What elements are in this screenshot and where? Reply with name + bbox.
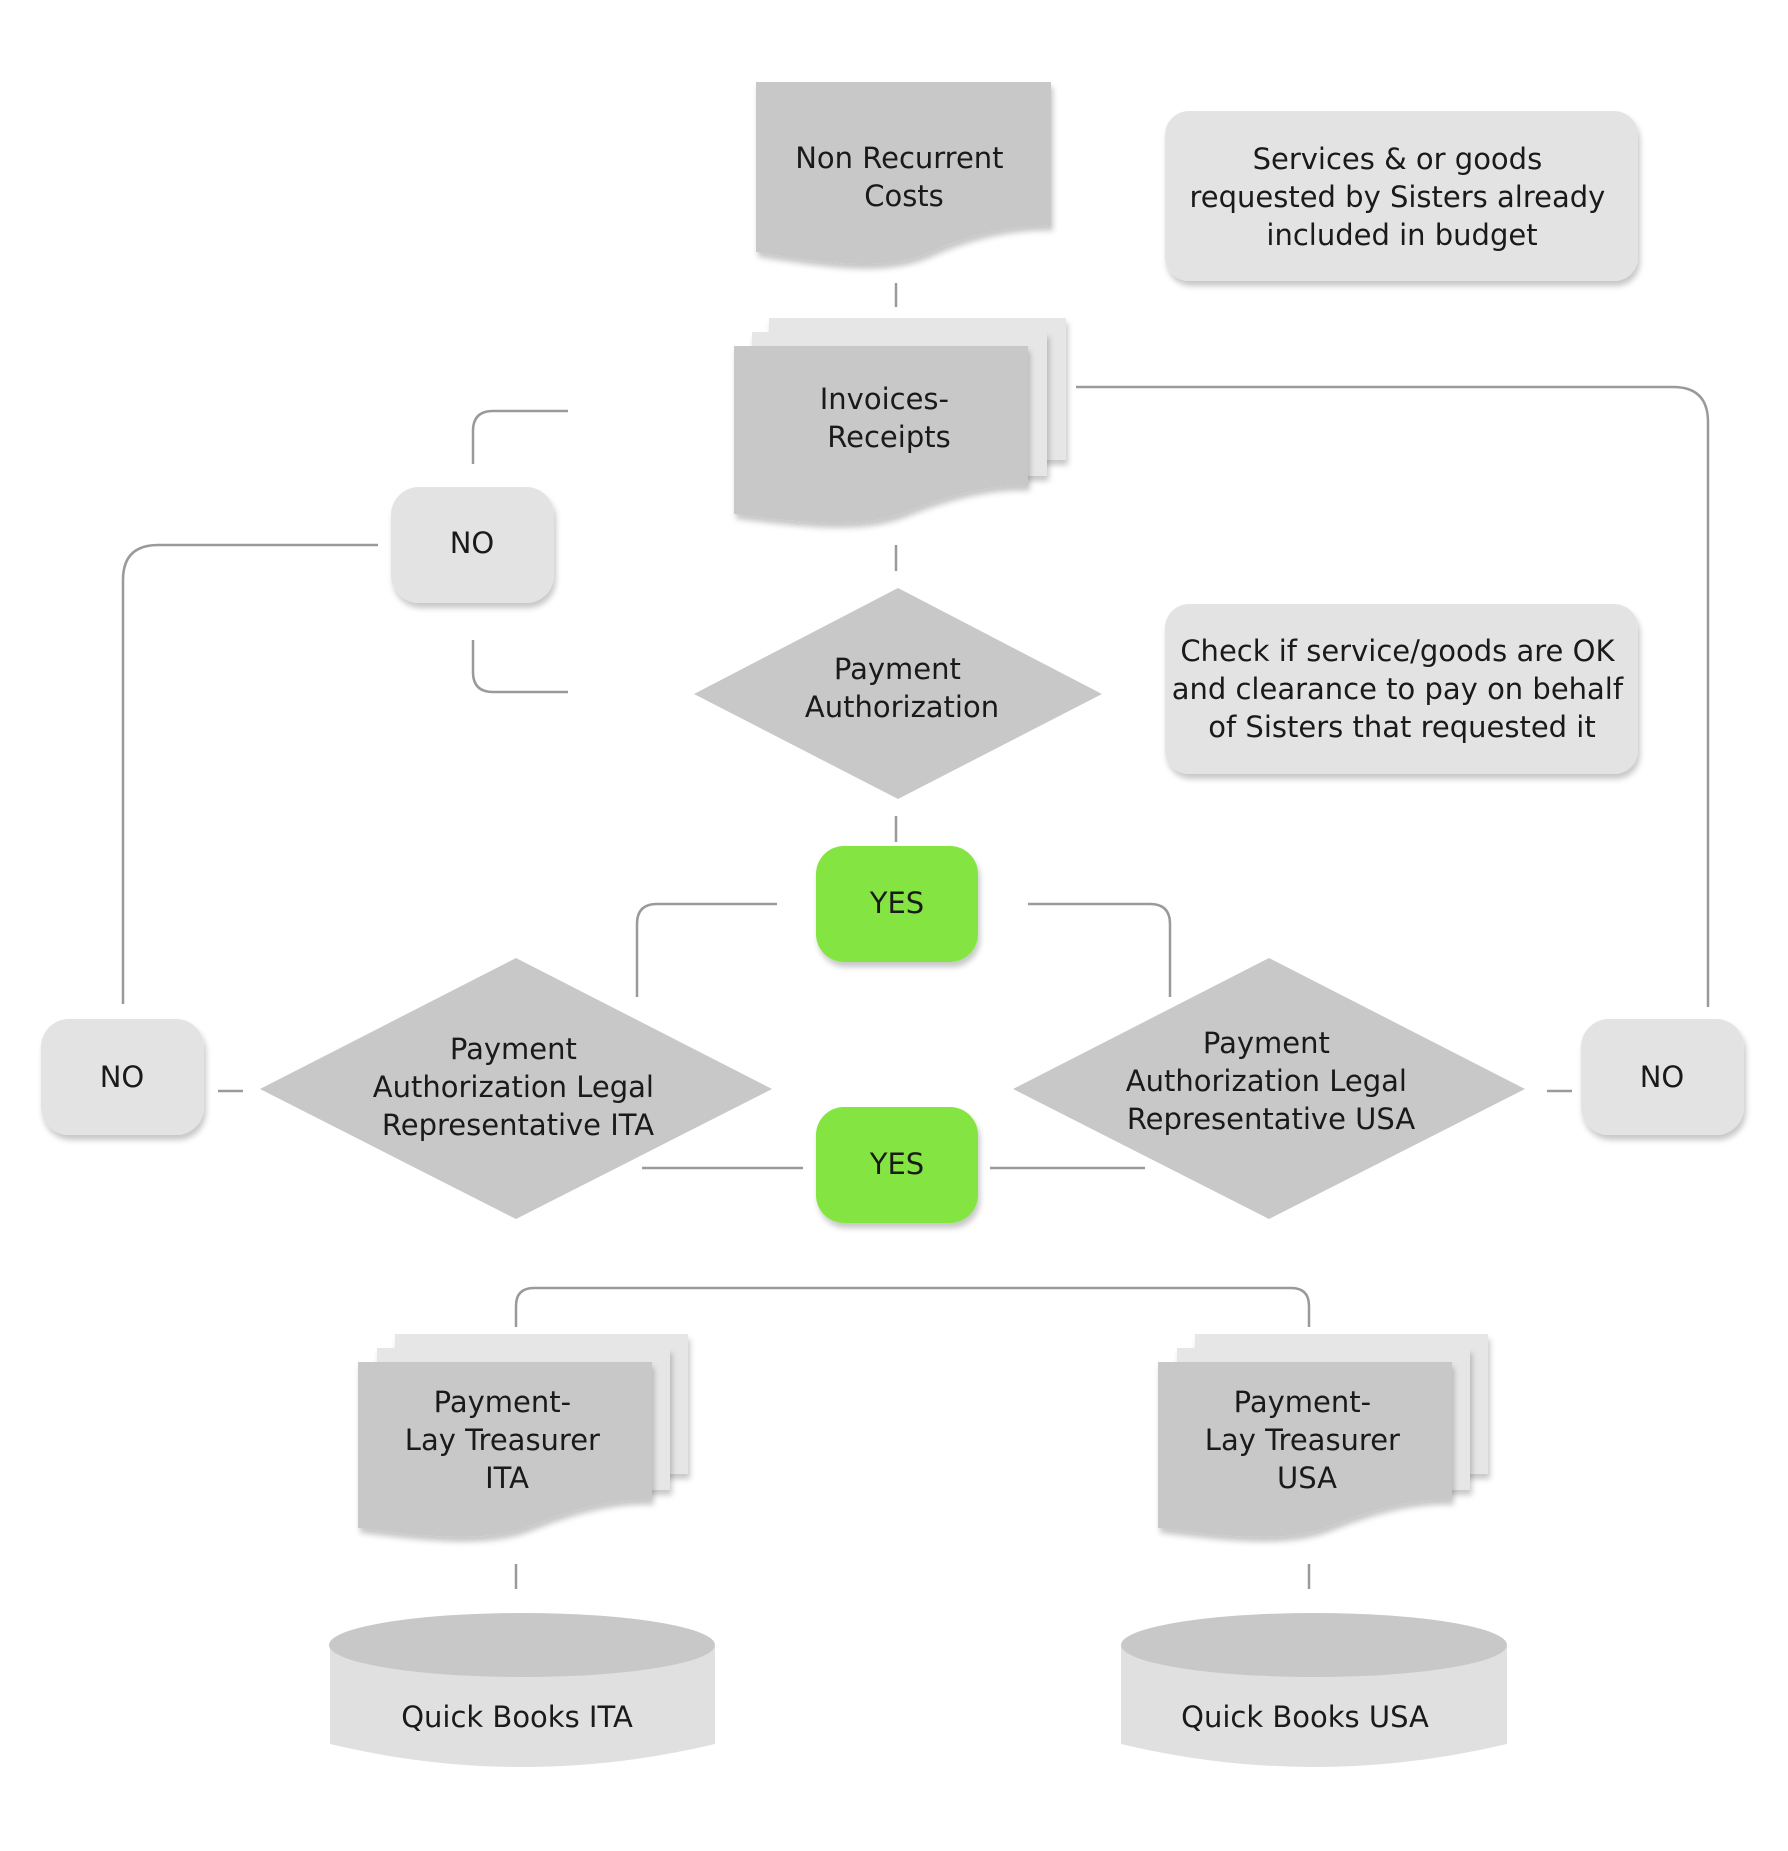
services-note-line-1: Services & or goods [1253,142,1543,176]
no-left-label: NO [100,1060,145,1094]
services-note-line-2: requested by Sisters already [1189,180,1605,214]
non-recurrent-line-2: Costs [864,179,944,213]
check-note-line-2: and clearance to pay on behalf [1172,672,1624,706]
svg-text:Check if service/goods are OK: Check if service/goods are OK and cleara… [1172,634,1633,744]
usa-payment-line-3: USA [1277,1461,1337,1495]
invoices-line-1: Invoices- [820,382,949,416]
invoices-line-2: Receipts [827,420,950,454]
svg-text:Payment Authorization Le: Payment Authorization Legal Representati… [373,1032,663,1142]
svg-text:Payment Authorization Le: Payment Authorization Legal Representati… [1126,1026,1416,1136]
usa-auth-line-1: Payment [1203,1026,1330,1060]
svg-text:Payment- Lay Treasurer: Payment- Lay Treasurer USA [1205,1385,1409,1495]
connectors [121,283,1710,1589]
non-recurrent-costs-document: Non Recurrent Costs [756,82,1051,264]
quickbooks-usa-database: Quick Books USA [1121,1613,1507,1767]
ita-auth-line-1: Payment [450,1032,577,1066]
usa-legal-authorization-decision: Payment Authorization Legal Representati… [1013,958,1525,1219]
check-note-line-1: Check if service/goods are OK [1180,634,1615,668]
no-top-label: NO [450,526,495,560]
svg-text:Non Recurrent Costs: Non Recurrent Costs [795,141,1013,213]
check-note-line-3: of Sisters that requested it [1208,710,1595,744]
ita-payment-document: Payment- Lay Treasurer ITA [358,1334,688,1537]
no-top-box: NO [391,487,554,603]
no-right-label: NO [1640,1060,1685,1094]
services-note: Services & or goods requested by Sisters… [1165,111,1638,281]
yes-mid-box: YES [816,1107,978,1223]
invoices-receipts-document: Invoices- Receipts [734,318,1066,523]
svg-text:Payment Authorization: Payment Authorization [805,652,999,724]
ita-payment-line-2: Lay Treasurer [405,1423,600,1457]
usa-auth-line-2: Authorization Legal [1126,1064,1407,1098]
svg-text:Payment- Lay Treasurer: Payment- Lay Treasurer ITA [405,1385,609,1495]
svg-text:Invoices- Receipts: Invoices- Receipts [820,382,958,454]
ita-payment-line-3: ITA [485,1461,529,1495]
ita-legal-authorization-decision: Payment Authorization Legal Representati… [260,958,772,1219]
payment-auth-line-1: Payment [834,652,961,686]
non-recurrent-line-1: Non Recurrent [795,141,1003,175]
usa-auth-line-3: Representative USA [1127,1102,1416,1136]
usa-payment-line-1: Payment- [1234,1385,1371,1419]
quickbooks-usa-label: Quick Books USA [1181,1700,1429,1734]
ita-payment-line-1: Payment- [434,1385,571,1419]
ita-auth-line-2: Authorization Legal [373,1070,654,1104]
no-left-box: NO [41,1019,204,1135]
yes-mid-label: YES [869,1147,924,1181]
payment-auth-line-2: Authorization [805,690,999,724]
quickbooks-ita-database: Quick Books ITA [329,1613,715,1767]
ita-auth-line-3: Representative ITA [382,1108,654,1142]
quickbooks-ita-label: Quick Books ITA [401,1700,633,1734]
services-note-line-3: included in budget [1266,218,1537,252]
usa-payment-document: Payment- Lay Treasurer USA [1158,1334,1488,1537]
payment-authorization-decision: Payment Authorization [694,588,1102,799]
yes-top-label: YES [869,886,924,920]
check-note: Check if service/goods are OK and cleara… [1165,604,1638,774]
usa-payment-line-2: Lay Treasurer [1205,1423,1400,1457]
no-right-box: NO [1581,1019,1744,1135]
yes-top-box: YES [816,846,978,962]
svg-text:Services & or goods requ: Services & or goods requested by Sisters… [1189,142,1614,252]
